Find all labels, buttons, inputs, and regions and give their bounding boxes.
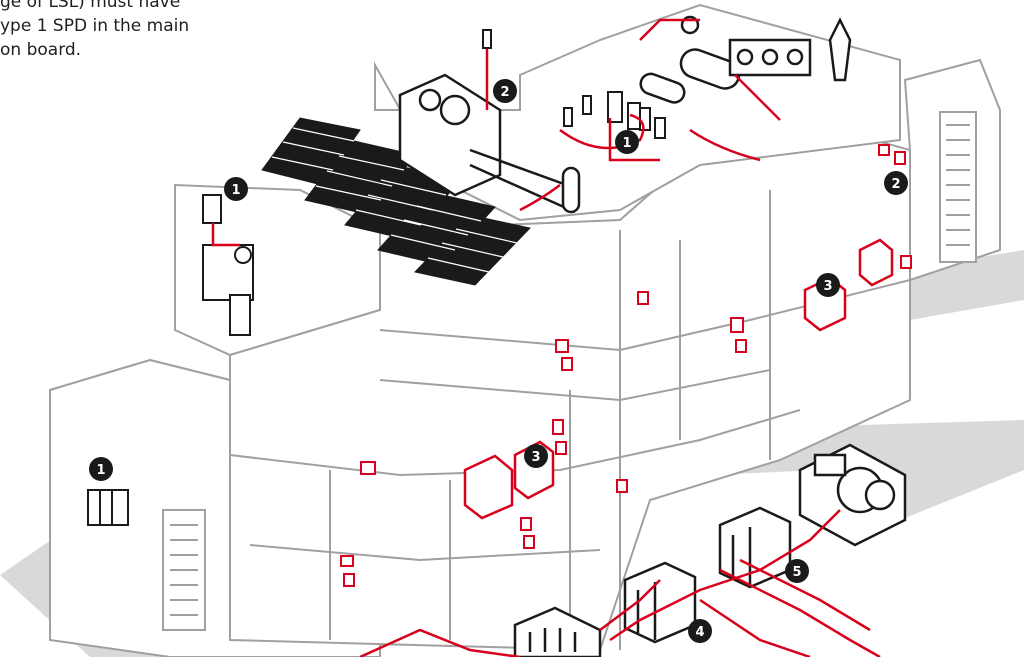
svg-text:3: 3 <box>823 279 832 294</box>
marker-4: 4 <box>688 619 712 643</box>
svg-text:1: 1 <box>231 183 240 198</box>
rooftop-hvac-unit <box>398 73 581 214</box>
marker-5: 5 <box>785 559 809 583</box>
highlighted-appliances <box>463 238 894 520</box>
caption-line-2: ype 1 SPD in the main <box>0 16 190 36</box>
distribution-boards <box>340 144 912 587</box>
annex-panel-equipment <box>87 489 129 526</box>
basement-generator <box>798 443 907 547</box>
caption-text: ge of LSL) must have ype 1 SPD in the ma… <box>0 0 250 62</box>
marker-1-roof-room: 1 <box>615 130 639 154</box>
marker-3-lower: 3 <box>524 444 548 468</box>
svg-text:1: 1 <box>96 463 105 478</box>
svg-text:4: 4 <box>695 625 704 640</box>
svg-text:2: 2 <box>891 177 900 192</box>
marker-1-annex: 1 <box>89 457 113 481</box>
svg-text:5: 5 <box>792 565 801 580</box>
solar-panel-grid <box>271 127 518 273</box>
svg-text:3: 3 <box>531 450 540 465</box>
marker-2-lightning-rod: 2 <box>493 79 517 103</box>
lightning-rod-tip <box>482 29 492 49</box>
transformer <box>513 606 602 657</box>
marker-3-upper: 3 <box>816 273 840 297</box>
left-tower-equipment <box>202 194 254 336</box>
vent-grille-left <box>162 509 206 631</box>
roof-panel-meters <box>563 91 666 139</box>
svg-text:1: 1 <box>622 136 631 151</box>
wiring <box>211 18 881 657</box>
marker-2-right: 2 <box>884 171 908 195</box>
vent-grille-right <box>939 111 977 263</box>
svg-text:2: 2 <box>500 85 509 100</box>
caption-line-1: ge of LSL) must have <box>0 0 181 12</box>
marker-1-left-tower: 1 <box>224 177 248 201</box>
distribution-cabinet-5 <box>718 506 792 589</box>
rooftop-tanks <box>639 15 852 104</box>
caption-line-3: on board. <box>0 40 82 60</box>
